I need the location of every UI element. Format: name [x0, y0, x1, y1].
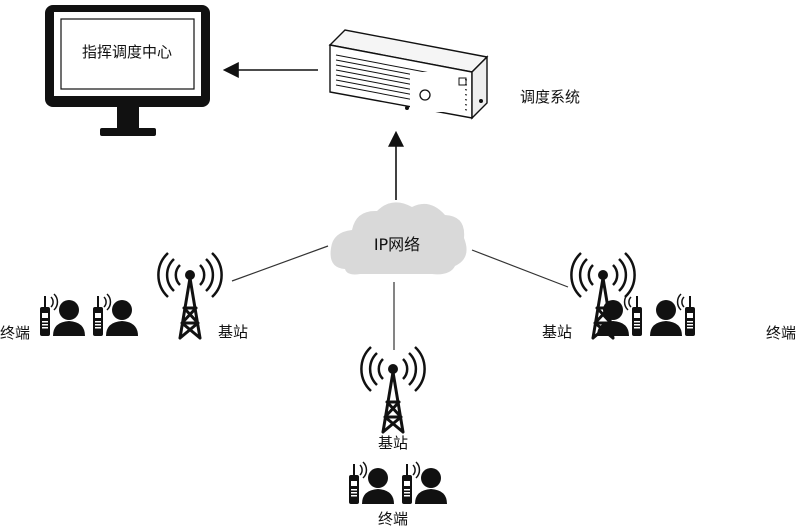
tower-icon — [359, 345, 427, 434]
terminal-icons — [40, 294, 138, 336]
link-cloud-left-base — [231, 245, 329, 282]
terminals-right-label: 终端 — [766, 324, 796, 342]
terminals-left-label: 终端 — [0, 324, 30, 342]
terminals-bottom-label: 终端 — [378, 510, 408, 528]
link-cloud-right-base — [471, 249, 569, 288]
dispatch-system-device: 调度系统 — [328, 29, 580, 120]
power-button-icon — [419, 89, 431, 101]
terminals-left: 终端 — [0, 294, 138, 342]
base-station-left: 基站 — [156, 251, 248, 341]
dispatch-system-label: 调度系统 — [520, 88, 580, 106]
terminal-icons — [349, 462, 447, 504]
base-station-left-label: 基站 — [218, 323, 248, 341]
terminals-bottom: 终端 — [349, 462, 447, 528]
terminals-right: 终端 — [597, 294, 796, 342]
base-station-bottom-label: 基站 — [378, 434, 408, 452]
ip-network-cloud: IP网络 — [330, 202, 467, 275]
connections — [222, 62, 569, 350]
tower-icon — [156, 251, 224, 340]
monitor-label: 指挥调度中心 — [82, 43, 172, 61]
command-center-monitor: 指挥调度中心 — [45, 5, 210, 136]
port-icon — [458, 77, 467, 86]
base-station-right-label: 基站 — [542, 323, 572, 341]
terminal-icons — [597, 294, 695, 336]
base-station-right: 基站 — [542, 251, 637, 341]
base-station-bottom: 基站 — [359, 345, 427, 452]
network-label: IP网络 — [374, 235, 420, 254]
